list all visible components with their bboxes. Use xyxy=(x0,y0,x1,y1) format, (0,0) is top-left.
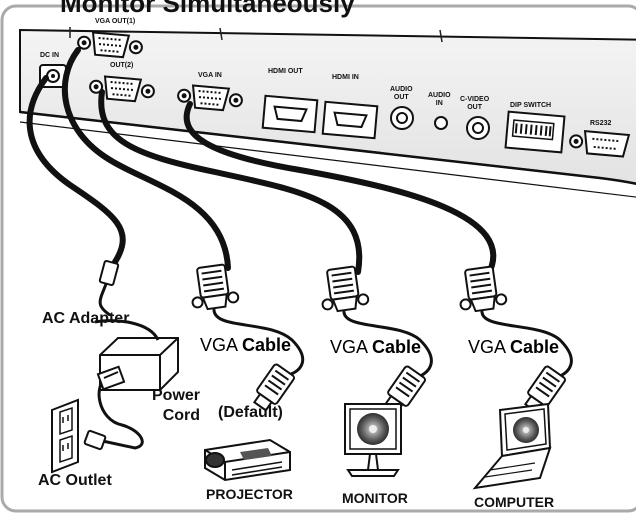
ac-outlet-label: AC Outlet xyxy=(38,472,112,489)
vga-out-1-label: VGA OUT(1) xyxy=(95,18,136,25)
vga-cable-label-monitor: VGA Cable xyxy=(330,337,421,358)
audio-in-label: AUDIO IN xyxy=(428,92,451,107)
projector xyxy=(204,438,291,482)
vga-cable-projector xyxy=(61,47,231,271)
dip-switch xyxy=(504,110,566,154)
vga-connector-monitor xyxy=(321,265,370,313)
computer-label: COMPUTER xyxy=(474,494,555,510)
ac-outlet xyxy=(51,398,79,474)
vga-cable-loop-computer xyxy=(480,310,573,379)
hdmi-out-label: HDMI OUT xyxy=(268,68,303,75)
vga-cable-suffix: Cable xyxy=(372,337,422,357)
vga-in-label: VGA IN xyxy=(198,72,222,79)
computer xyxy=(472,402,552,490)
dip-switch-label: DIP SWITCH xyxy=(510,102,552,109)
hdmi-out-port xyxy=(261,94,319,134)
c-video-out-label: C-VIDEO OUT xyxy=(460,96,490,111)
vga-connector-projector xyxy=(191,263,240,311)
monitor xyxy=(344,403,402,477)
vga-in-port xyxy=(177,84,243,112)
outer-frame xyxy=(0,4,636,513)
default-label: (Default) xyxy=(218,404,283,421)
vga-plug-projector xyxy=(252,363,295,412)
monitor-label: MONITOR xyxy=(342,490,408,506)
power-cord xyxy=(83,365,144,451)
rs232-port xyxy=(569,130,631,158)
hdmi-in-label: HDMI IN xyxy=(332,74,359,81)
vga-cable-label-computer: VGA Cable xyxy=(468,337,559,358)
vga-cable-prefix: VGA xyxy=(200,335,238,355)
vga-out-2-label: OUT(2) xyxy=(110,62,134,69)
vga-cable-prefix: VGA xyxy=(468,337,506,357)
audio-out-label: AUDIO OUT xyxy=(390,86,413,101)
diagram-title: Monitor Simultaneously xyxy=(60,0,355,18)
audio-in-jack xyxy=(434,116,448,130)
vga-cable-suffix: Cable xyxy=(510,337,560,357)
vga-out-2-port xyxy=(89,75,155,103)
hdmi-in-port xyxy=(321,100,379,140)
vga-cable-monitor xyxy=(98,89,363,275)
vga-cable-suffix: Cable xyxy=(242,335,292,355)
vga-connector-computer xyxy=(459,265,508,313)
vga-cable-computer xyxy=(183,101,497,278)
vga-cable-loop-projector xyxy=(212,308,305,377)
ac-adapter-label: AC Adapter xyxy=(42,310,130,327)
vga-cable-label-projector: VGA Cable xyxy=(200,335,291,356)
vga-cable-prefix: VGA xyxy=(330,337,368,357)
rs232-label: RS232 xyxy=(590,120,612,127)
power-cable xyxy=(26,75,126,265)
dc-in-label: DC IN xyxy=(40,52,60,59)
audio-out-jack xyxy=(390,106,414,130)
power-cord-label: Power Cord xyxy=(152,387,201,424)
projector-label: PROJECTOR xyxy=(206,486,293,502)
dc-plug xyxy=(98,260,120,317)
vga-out-1-port xyxy=(77,31,143,59)
vga-cable-loop-monitor xyxy=(342,310,433,379)
c-video-out-jack xyxy=(466,116,490,140)
